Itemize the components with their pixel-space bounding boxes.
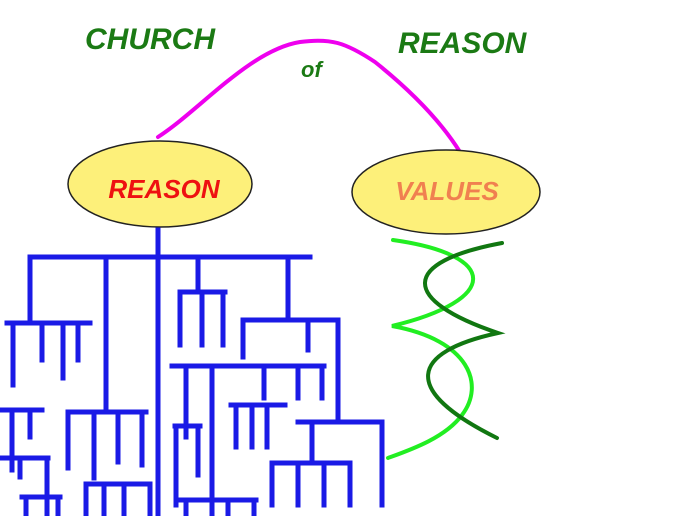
helix-strand-light: [386, 238, 475, 460]
helix-strand-dark: [423, 241, 506, 440]
values-node: VALUES: [351, 149, 541, 235]
values-ellipse: [351, 149, 541, 235]
reason-branching-tree: [0, 227, 385, 516]
reason-label: REASON: [108, 174, 220, 204]
values-label: VALUES: [395, 176, 499, 206]
connecting-arc: [156, 38, 462, 154]
title-of: of: [301, 57, 324, 82]
title-church: CHURCH: [85, 23, 216, 56]
values-helix: [386, 238, 506, 460]
reason-node: REASON: [67, 140, 253, 228]
reason-ellipse: [67, 140, 253, 228]
title-reason: REASON: [398, 27, 528, 60]
